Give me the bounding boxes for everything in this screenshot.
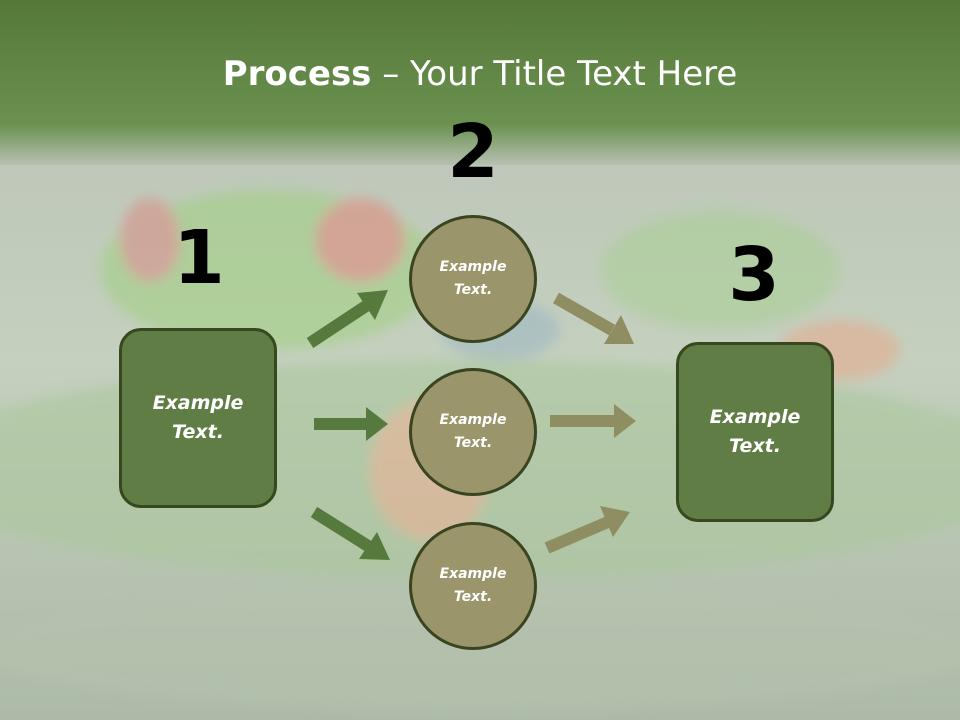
title-rest: – Your Title Text Here [371,54,738,94]
arrow-left-top [306,290,388,349]
step-2-circle-middle[interactable]: Example Text. [409,368,537,496]
circle-middle-text-line1: Example [439,412,507,428]
circle-middle-text-line2: Text. [453,435,493,451]
circle-top-text-line1: Example [439,259,507,275]
circle-top-text-line2: Text. [453,282,493,298]
arrow-right-bottom [544,506,630,554]
step-1-text-line1: Example [152,392,244,414]
slide-title: Process – Your Title Text Here [0,52,960,96]
step-3-text-line2: Text. [729,435,781,457]
step-3-text-line1: Example [709,406,801,428]
circle-bottom-text-line1: Example [439,566,507,582]
step-2-circle-top[interactable]: Example Text. [409,215,537,343]
arrow-right-middle [550,404,636,438]
step-1-text-line2: Text. [172,421,224,443]
arrow-left-bottom [310,506,390,560]
step-2-circle-bottom[interactable]: Example Text. [409,522,537,650]
step-3-box[interactable]: Example Text. [676,342,834,522]
step-1-box[interactable]: Example Text. [119,328,277,508]
arrow-left-middle [314,407,388,441]
arrow-right-top [553,292,634,344]
circle-bottom-text-line2: Text. [453,589,493,605]
step-number-2: 2 [447,109,499,195]
step-number-3: 3 [728,232,780,318]
title-bold: Process [222,54,372,94]
step-number-1: 1 [173,215,225,301]
